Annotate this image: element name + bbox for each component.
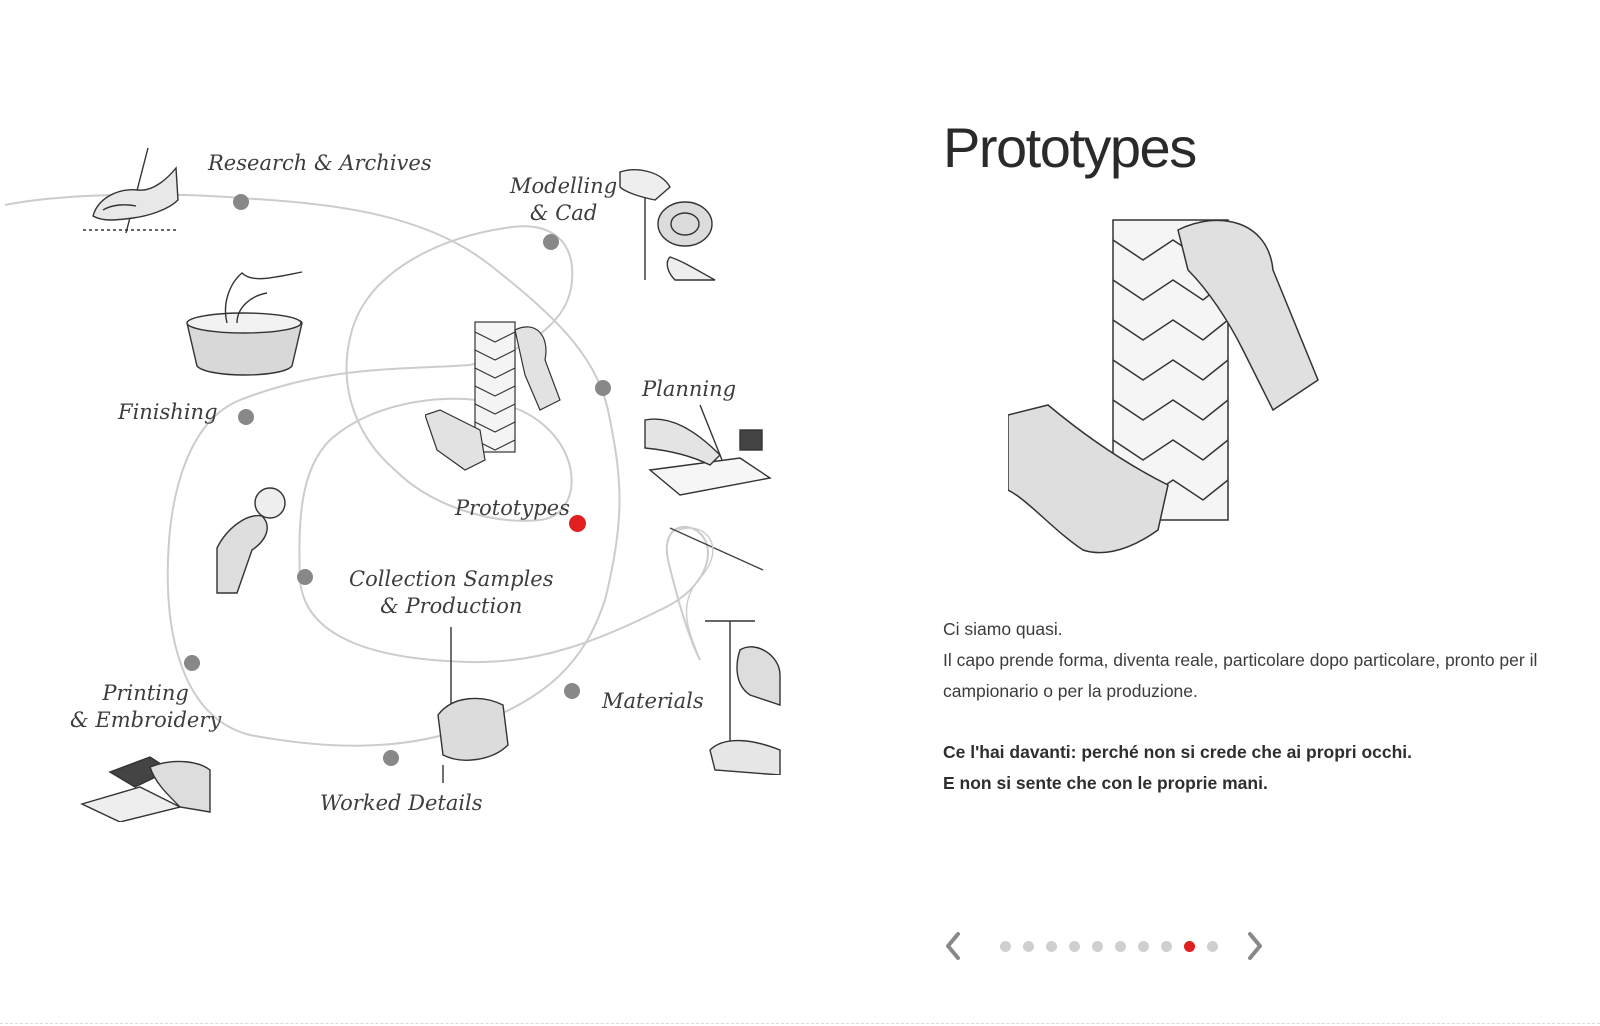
label-finishing[interactable]: Finishing: [118, 400, 218, 424]
pager-dot[interactable]: [1000, 941, 1011, 952]
detail-line-2: Il capo prende forma, diventa reale, par…: [943, 650, 1538, 701]
washing-basin-icon: [186, 271, 303, 376]
node-prototypes[interactable]: [568, 514, 586, 532]
pager-dot[interactable]: [1161, 941, 1172, 952]
node-worked[interactable]: [383, 750, 399, 766]
detail-title: Prototypes: [943, 116, 1197, 179]
pager-dot[interactable]: [1115, 941, 1126, 952]
hands-paper-chain-icon: [425, 321, 561, 471]
label-research[interactable]: Research & Archives: [208, 151, 432, 175]
hands-measuring-tape-icon: [619, 169, 716, 281]
pager-dot[interactable]: [1184, 941, 1195, 952]
label-printing[interactable]: Printing & Embroidery: [70, 681, 222, 732]
process-diagram: Research & Archives Modelling & Cad Plan…: [0, 0, 860, 860]
label-collection[interactable]: Collection Samples & Production: [349, 567, 554, 618]
hand-writing-inkwell-icon: [644, 404, 772, 496]
detail-bold-1: Ce l'hai davanti: perché non si crede ch…: [943, 742, 1413, 762]
chevron-left-icon: [946, 932, 960, 960]
detail-bold-2: E non si sente che con le proprie mani.: [943, 773, 1268, 793]
detail-line-1: Ci siamo quasi.: [943, 619, 1063, 639]
hands-thread-spool-icon: [705, 620, 781, 775]
needle-thread-icon: [669, 527, 764, 656]
label-modelling[interactable]: Modelling & Cad: [510, 174, 618, 225]
label-materials[interactable]: Materials: [602, 689, 704, 713]
node-modelling[interactable]: [543, 234, 559, 250]
bottom-divider: [0, 1023, 1600, 1024]
node-materials[interactable]: [564, 683, 580, 699]
pager-dot[interactable]: [1046, 941, 1057, 952]
hand-pocket-watch-icon: [216, 487, 286, 594]
stage-detail: Prototypes Ci siamo quasi. Il capo prend…: [943, 100, 1573, 794]
node-printing[interactable]: [184, 655, 200, 671]
node-research[interactable]: [233, 194, 249, 210]
pager-dot[interactable]: [1138, 941, 1149, 952]
label-prototypes[interactable]: Prototypes: [455, 496, 570, 520]
label-worked[interactable]: Worked Details: [320, 791, 483, 815]
pager-dot[interactable]: [1069, 941, 1080, 952]
chevron-right-icon: [1248, 932, 1262, 960]
node-planning[interactable]: [595, 380, 611, 396]
spacer: [943, 707, 1573, 737]
pager-dot[interactable]: [1207, 941, 1218, 952]
pager-dots: [1000, 941, 1218, 953]
pager-dot[interactable]: [1023, 941, 1034, 952]
hand-pressing-print-icon: [80, 756, 211, 822]
detail-description: Ci siamo quasi. Il capo prende forma, di…: [943, 614, 1573, 799]
hand-stitching-icon: [437, 627, 509, 783]
node-finishing[interactable]: [238, 409, 254, 425]
hands-paper-chain-icon: [1008, 219, 1319, 554]
pager-dot[interactable]: [1092, 941, 1103, 952]
hand-writing-quill-icon: [83, 147, 179, 234]
prev-button[interactable]: [940, 928, 968, 964]
label-planning[interactable]: Planning: [642, 377, 737, 401]
next-button[interactable]: [1240, 928, 1268, 964]
node-collection[interactable]: [297, 569, 313, 585]
stage-pager: [940, 928, 1280, 964]
